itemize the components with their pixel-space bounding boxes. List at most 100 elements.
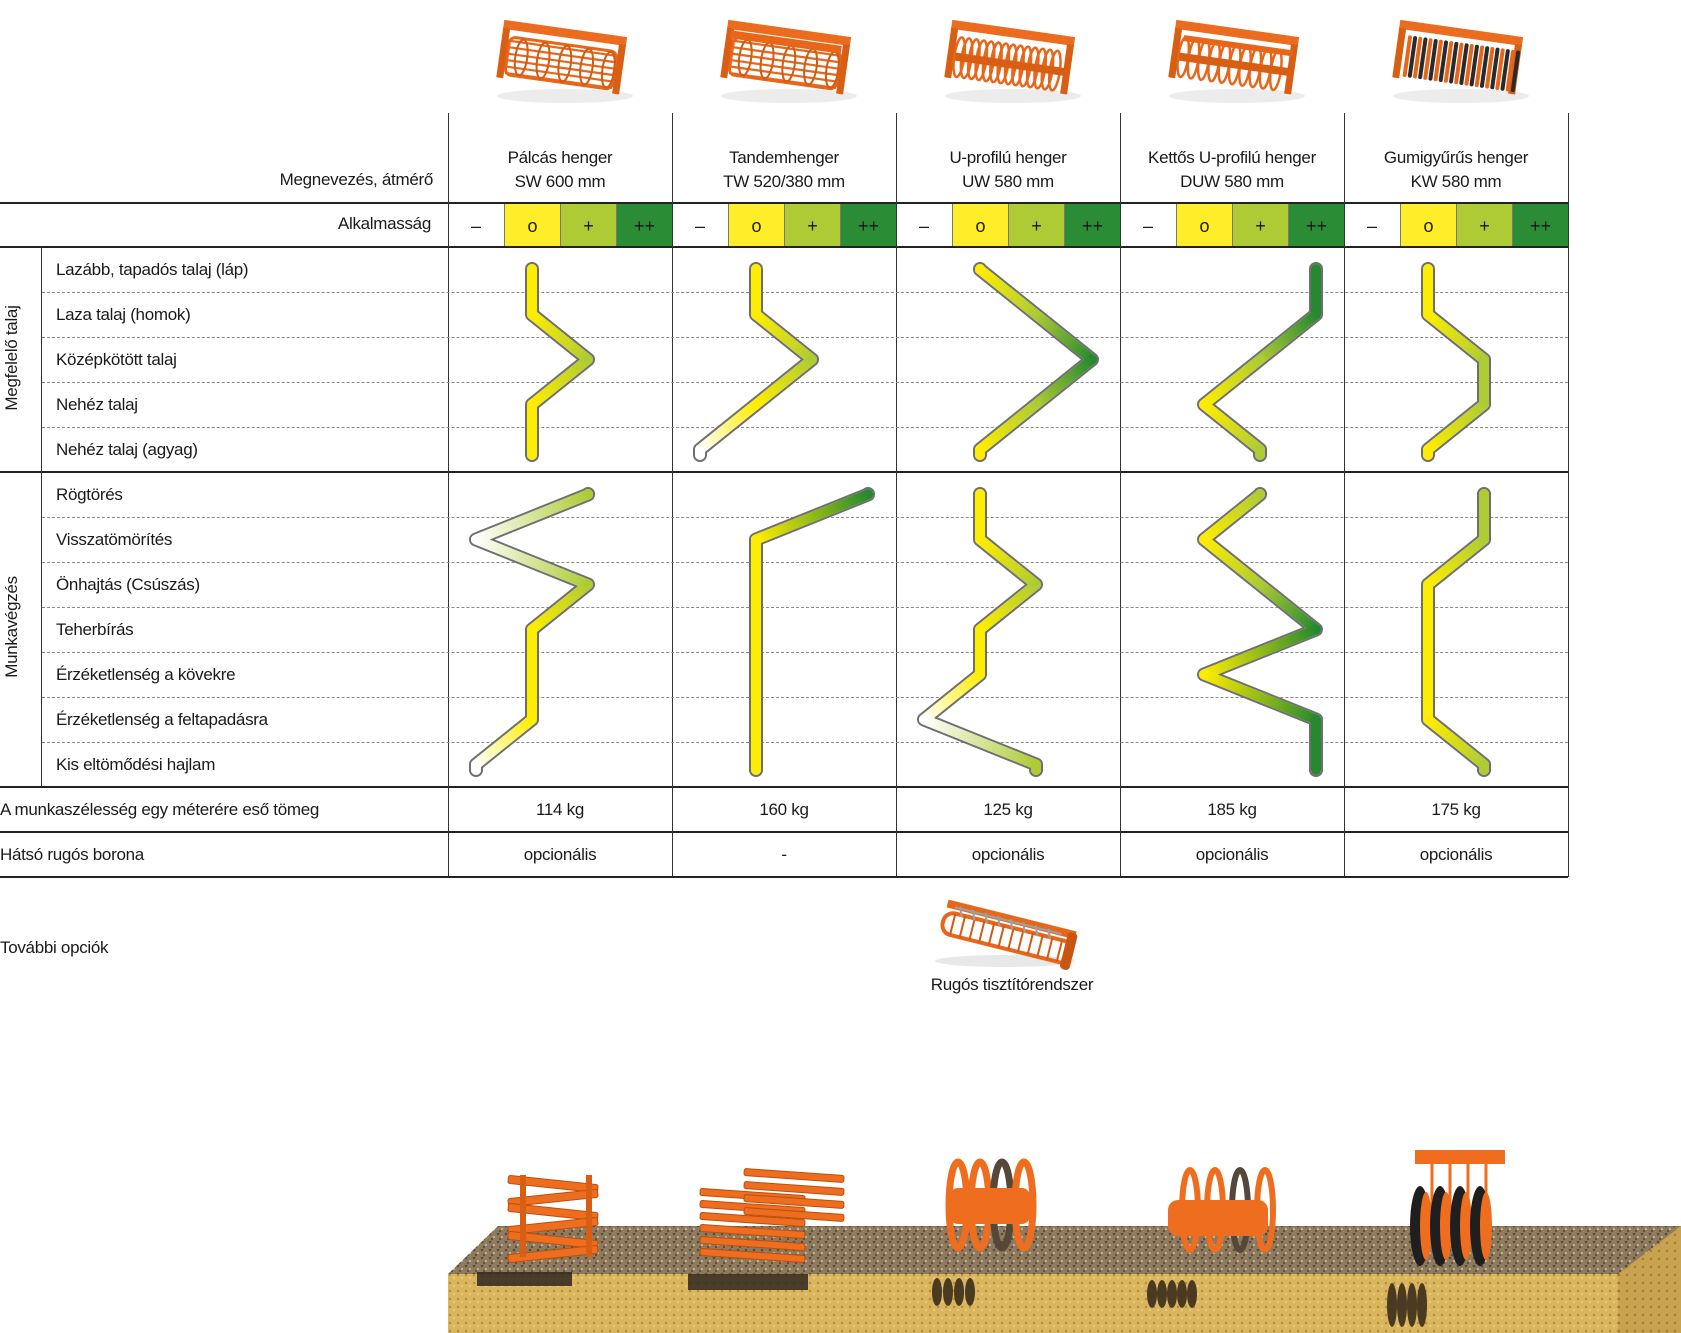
suitability-curve [1421,487,1491,777]
tandem-roller-image [709,12,859,107]
curve-segment [471,534,593,590]
weight-value: 125 kg [983,800,1033,819]
criterion-label: Lazább, tapadós talaj (láp) [56,260,249,279]
row-dashed-divider [42,292,1568,293]
row-dashed-divider [42,562,1568,563]
curve-segment [1423,534,1489,590]
suitability-curve [469,487,595,777]
criterion-label: Visszatömörítés [56,530,173,549]
curve-segment [527,354,593,410]
column-divider [1568,113,1569,877]
curve-segment [1199,354,1265,410]
row-dashed-divider [42,697,1568,698]
rating-scale-cell: ++ [1512,204,1568,248]
rating-scale-cell: – [1344,204,1400,248]
row-divider [0,471,1568,473]
rear-harrow-value: opcionális [1195,845,1269,864]
spring-cleaning-system-caption: Rugós tisztítórendszer [930,975,1094,994]
column-divider [672,113,673,877]
criterion-label: Nehéz talaj (agyag) [56,440,198,459]
suitability-curve [1421,262,1491,462]
weight-row-label: A munkaszélesség egy méterére eső tömeg [0,800,320,819]
row-divider [0,786,1568,788]
curve-segment [751,309,817,365]
rating-scale-cell: – [448,204,504,248]
curve-segment [1199,534,1265,590]
rating-scale-cell: + [1008,204,1064,248]
suitability-curve [1197,487,1323,777]
weight-value: 160 kg [759,800,809,819]
curve-segment [1423,714,1489,770]
rating-scale-cell: + [1232,204,1288,248]
rear-harrow-value: opcionális [523,845,597,864]
row-dashed-divider [42,337,1568,338]
weight-value: 175 kg [1431,800,1481,819]
criterion-label: Kis eltömődési hajlam [56,755,216,774]
curve-segment [975,264,1041,320]
criterion-label: Érzéketlenség a feltapadásra [56,710,268,729]
suitability-curve [917,487,1043,777]
product-spec: KW 580 mm [1410,172,1502,191]
further-options-label: További opciók [0,938,109,957]
suitability-curve [693,262,819,462]
rating-scale-cell: o [504,204,560,248]
rating-scale-cell: – [672,204,728,248]
rear-harrow-value: - [781,845,787,864]
criterion-label: Nehéz talaj [56,395,138,414]
row-dashed-divider [42,382,1568,383]
rating-scale-cell: – [896,204,952,248]
curve-segment [919,669,985,725]
curve-segment [975,534,1041,590]
suitability-curve [749,487,875,777]
curve-segment [1423,399,1489,455]
row-divider [0,202,1568,204]
curve-segment [471,489,593,545]
spring-cleaning-system-image [920,895,1080,970]
column-divider [896,113,897,877]
row-dashed-divider [42,652,1568,653]
column-divider [1120,113,1121,877]
rating-scale-cell: ++ [616,204,672,248]
weight-value: 185 kg [1207,800,1257,819]
rating-scale-cell: + [1456,204,1512,248]
weight-value: 114 kg [536,800,584,819]
curve-segment [527,309,593,365]
criterion-label: Önhajtás (Csúszás) [56,575,200,594]
name-diameter-label: Megnevezés, átmérő [279,170,434,189]
u-profile-roller-image [933,12,1083,107]
curve-segment [1199,624,1321,680]
curve-segment [1255,309,1321,365]
curve-segment [975,579,1041,635]
curve-segment [1199,489,1265,545]
curve-segment [919,714,1041,770]
rear-harrow-value: opcionális [1419,845,1493,864]
curve-segment [751,354,817,410]
product-name: Pálcás henger [507,148,613,167]
row-dashed-divider [42,427,1568,428]
column-divider [448,113,449,877]
product-spec: TW 520/380 mm [723,172,845,191]
curve-segment [975,399,1041,455]
suitability-curve [525,262,595,462]
rating-scale-cell: ++ [840,204,896,248]
criterion-label: Laza talaj (homok) [56,305,191,324]
rating-scale-cell: – [1120,204,1176,248]
row-dashed-divider [42,742,1568,743]
criterion-label: Rögtörés [56,485,123,504]
curve-segment [527,579,593,635]
column-divider [1344,113,1345,877]
rear-harrow-value: opcionális [971,845,1045,864]
criterion-label: Érzéketlenség a kövekre [56,665,236,684]
product-name: Kettős U-profilú henger [1148,148,1316,167]
bar-roller-image [485,12,635,107]
rating-scale-cell: ++ [1288,204,1344,248]
rating-scale-cell: ++ [1064,204,1120,248]
suitability-curve [973,262,1099,462]
curve-segment [1255,579,1321,635]
rating-scale-cell: o [728,204,784,248]
curve-segment [1199,399,1265,455]
curve-segment [751,489,873,545]
curve-segment [471,714,537,770]
rear-harrow-row-label: Hátsó rugós borona [0,845,144,864]
